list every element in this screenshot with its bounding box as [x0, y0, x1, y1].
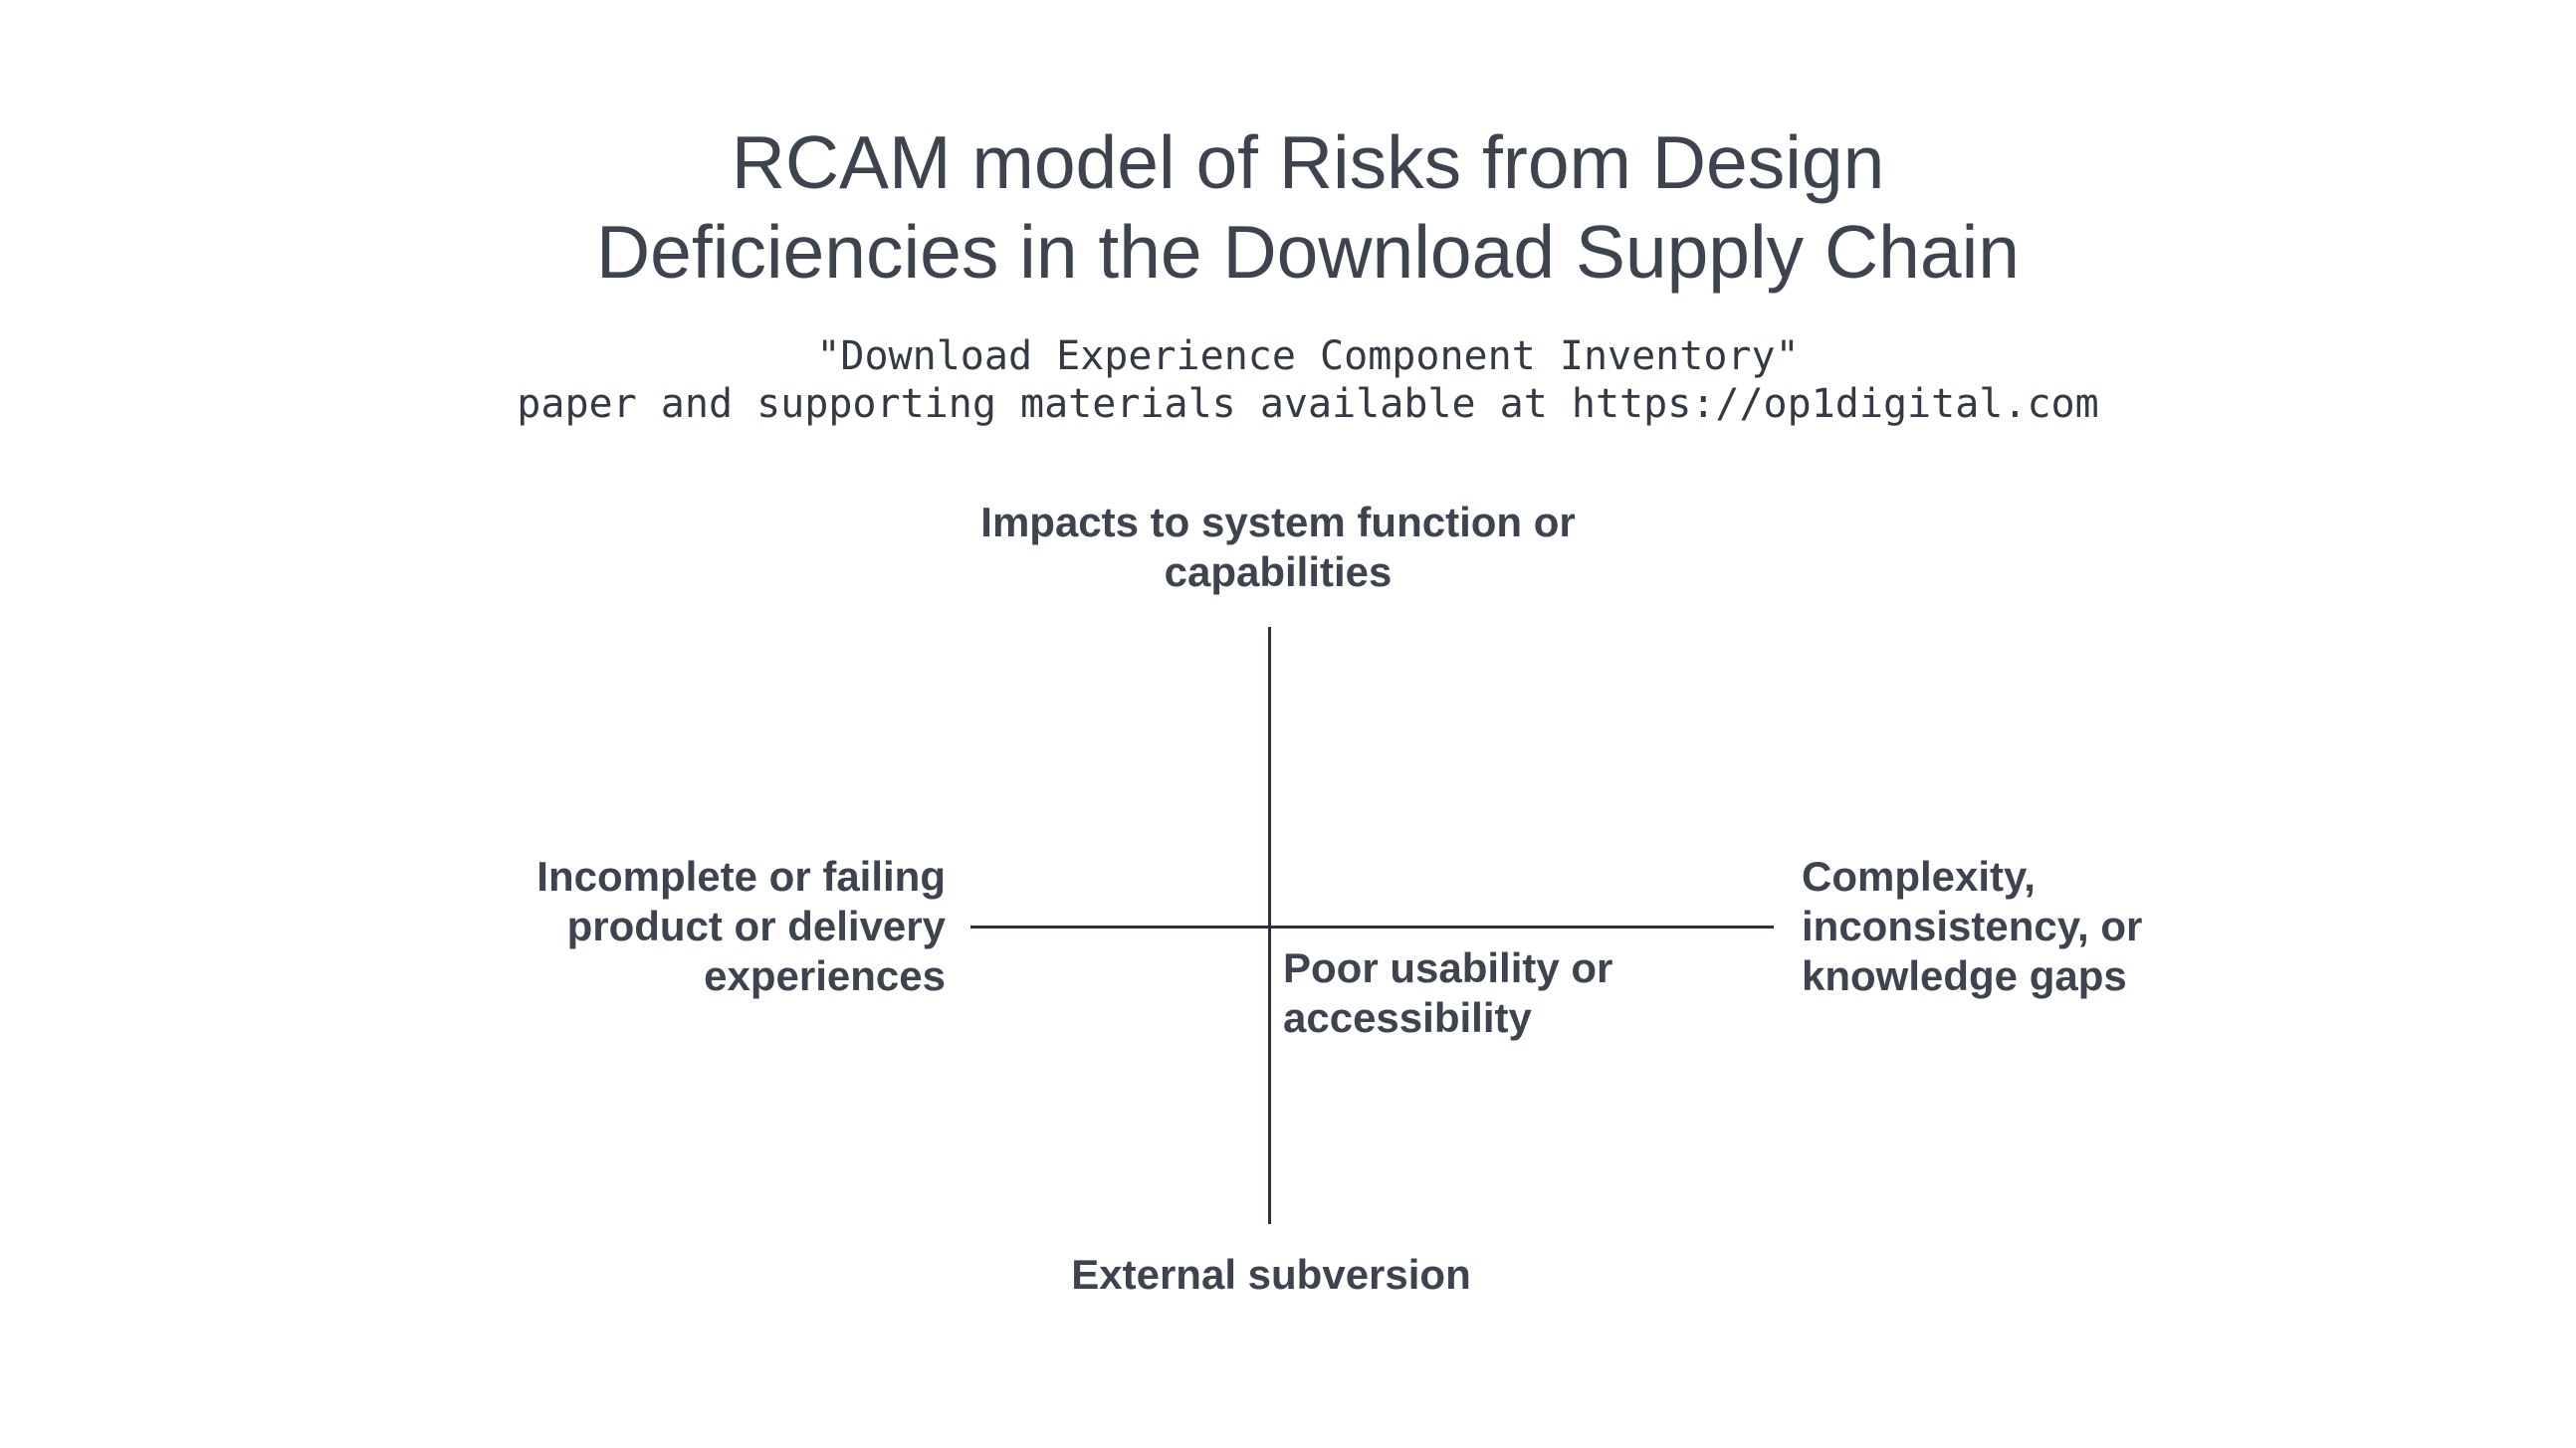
horizontal-axis-line [970, 926, 1774, 929]
quadrant-bottom-axis-label: External subversion [1071, 1251, 1471, 1298]
quadrant-top-axis-label: Impacts to system function or capabiliti… [980, 499, 1576, 595]
page-title: RCAM model of Risks from Design Deficien… [596, 120, 2020, 294]
quadrant-right-axis-label: Complexity, inconsistency, or knowledge … [1802, 853, 2143, 999]
quadrant-inner-label: Poor usability or accessibility [1283, 944, 1613, 1041]
page-subtitle: "Download Experience Component Inventory… [517, 333, 2099, 427]
quadrant-left-axis-label: Incomplete or failing product or deliver… [537, 853, 946, 999]
